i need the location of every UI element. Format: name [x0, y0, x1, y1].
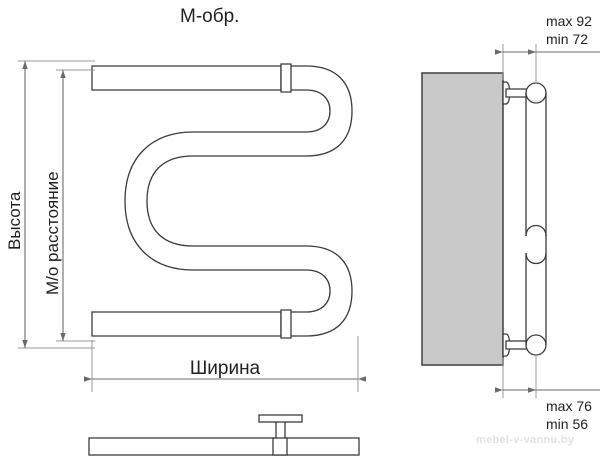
- side-view-bottom-dimension: max 76 min 56: [495, 356, 600, 432]
- bottom-connector-stem: [505, 340, 528, 350]
- side-top-max-label: max 92: [546, 13, 592, 29]
- coil-outer-upper: [146, 65, 353, 247]
- side-view-top-dimension: max 92 min 72: [495, 13, 600, 84]
- side-view: [421, 72, 547, 366]
- site-watermark: mebel-v-vannu.by: [476, 434, 575, 446]
- plan-bar: [88, 437, 360, 456]
- side-bottom-min-label: min 56: [546, 416, 588, 432]
- coil-inner-upper: [124, 89, 331, 271]
- coil-outer-lower: [193, 245, 353, 337]
- bottom-horizontal-tube: [91, 311, 282, 337]
- plan-view: [88, 414, 360, 456]
- dimension-tick-bottom: [528, 387, 536, 393]
- front-view-dimensions: Высота М/о расстояние Ширина: [5, 60, 366, 392]
- side-tube-bend-lower: [525, 252, 547, 265]
- dimension-label-width: Ширина: [190, 358, 261, 379]
- top-pipe-section-circle: [525, 82, 547, 104]
- bottom-coupling-block: [280, 309, 292, 339]
- dimension-label-center-distance: М/о расстояние: [43, 171, 62, 295]
- bottom-pipe-section-circle: [525, 334, 547, 356]
- top-horizontal-tube: [91, 65, 282, 91]
- plan-valve-cap: [258, 414, 303, 423]
- dimension-label-height: Высота: [5, 191, 24, 250]
- plan-valve-joint: [272, 437, 288, 456]
- wall-block: [421, 72, 504, 366]
- front-view-coil: [91, 63, 353, 339]
- dimension-tick-top: [528, 49, 536, 55]
- side-bottom-max-label: max 76: [546, 398, 592, 414]
- side-tube-bend-upper: [525, 224, 547, 237]
- top-connector-stem: [505, 88, 528, 98]
- top-coupling-block: [280, 63, 292, 93]
- plan-valve-stem: [275, 420, 286, 440]
- side-top-min-label: min 72: [546, 31, 588, 47]
- drawing-title: М-обр.: [180, 6, 239, 27]
- coil-inner-lower: [193, 269, 331, 313]
